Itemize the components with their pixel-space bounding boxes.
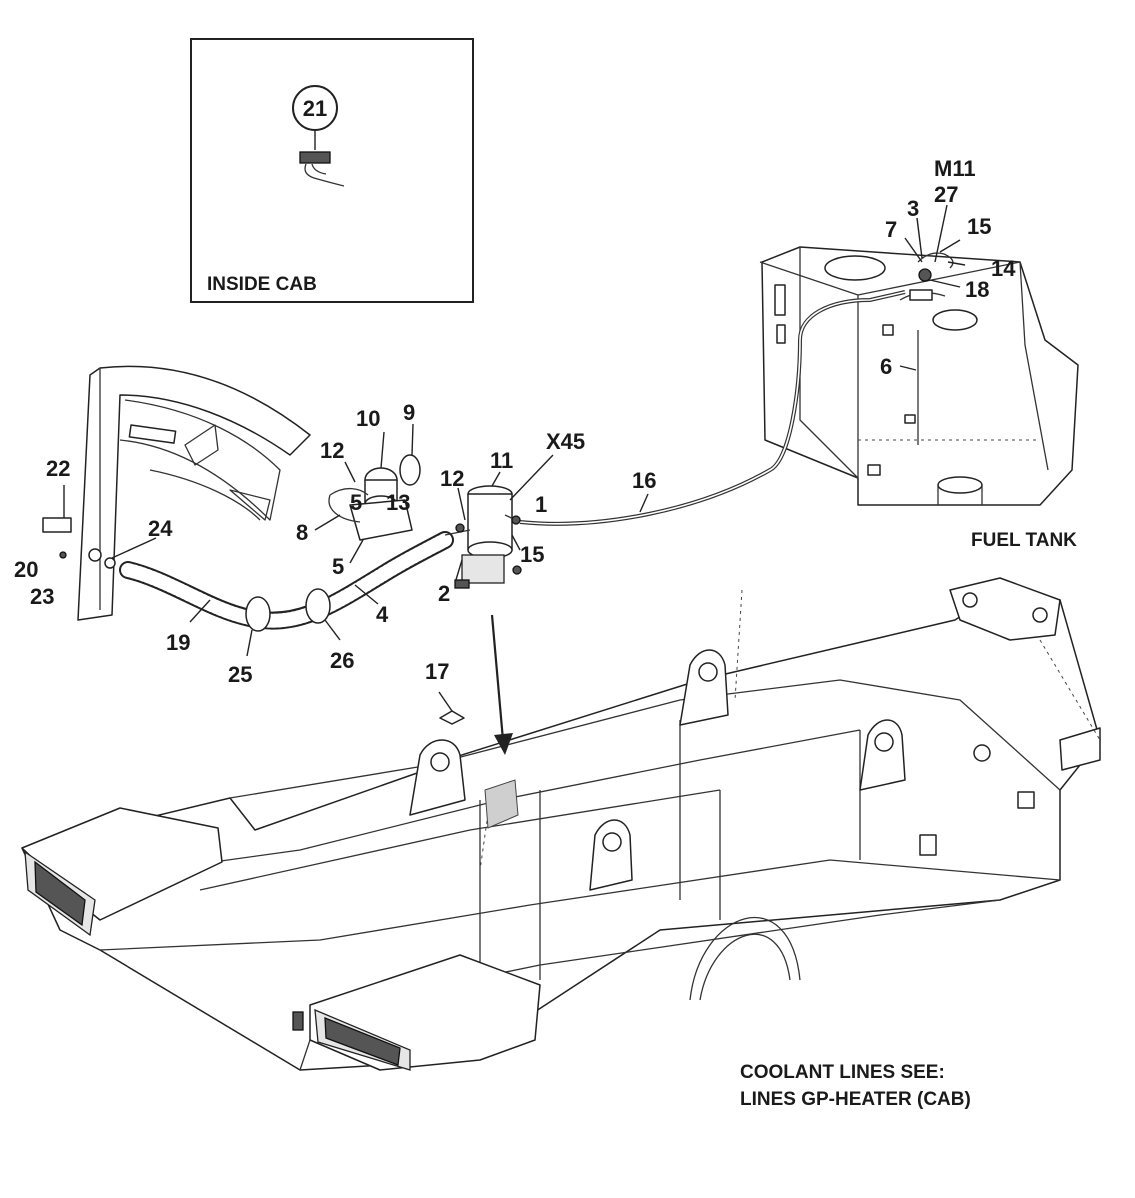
note-line-2: LINES GP-HEATER (CAB) <box>740 1089 971 1110</box>
callout-25: 25 <box>228 662 252 687</box>
callout-10: 10 <box>356 406 380 431</box>
callout-15-tank: 15 <box>967 214 991 239</box>
callout-9: 9 <box>403 400 415 425</box>
callout-17: 17 <box>425 659 449 684</box>
fuel-tank <box>759 246 1079 506</box>
callout-m11: M11 <box>934 156 976 181</box>
callout-2: 2 <box>438 581 450 606</box>
inside-cab-inset <box>190 38 474 303</box>
callout-11: 11 <box>490 448 513 473</box>
callout-8: 8 <box>296 520 308 545</box>
callout-12-right: 12 <box>440 466 464 491</box>
callout-1: 1 <box>535 492 547 517</box>
callout-12-left: 12 <box>320 438 344 463</box>
mounting-arrow <box>490 614 513 755</box>
fuel-line-16 <box>519 290 906 526</box>
callout-3: 3 <box>907 196 919 221</box>
callout-7: 7 <box>885 217 897 242</box>
callout-x45: X45 <box>546 429 585 454</box>
callout-22: 22 <box>46 456 70 481</box>
callout-19: 19 <box>166 630 190 655</box>
callout-15-heater: 15 <box>520 542 544 567</box>
inside-cab-caption: INSIDE CAB <box>207 274 317 295</box>
cab-rear-panel <box>42 365 311 621</box>
labels: 21 INSIDE CAB FUEL TANK COOLANT LINES SE… <box>14 96 1077 1110</box>
callout-23: 23 <box>30 584 54 609</box>
callout-14: 14 <box>991 256 1016 281</box>
callout-18: 18 <box>965 277 989 302</box>
heater-duct-hose-19 <box>119 531 454 632</box>
part-17-plate <box>439 710 465 725</box>
callout-16: 16 <box>632 468 656 493</box>
fuel-tank-caption: FUEL TANK <box>971 530 1077 551</box>
callout-20: 20 <box>14 557 38 582</box>
chassis-frame <box>21 577 1101 1071</box>
callout-24: 24 <box>148 516 173 541</box>
heater-assembly <box>328 454 522 589</box>
part-21-switch <box>299 151 345 187</box>
callout-21: 21 <box>303 96 327 121</box>
leader-lines <box>63 204 966 712</box>
callout-4: 4 <box>376 602 389 627</box>
callout-27: 27 <box>934 182 958 207</box>
callout-26: 26 <box>330 648 354 673</box>
note-line-1: COOLANT LINES SEE: <box>740 1062 945 1083</box>
callout-5-bottom: 5 <box>332 554 344 579</box>
callout-5-top: 5 <box>350 490 362 515</box>
callout-13: 13 <box>386 490 410 515</box>
callout-6: 6 <box>880 354 892 379</box>
